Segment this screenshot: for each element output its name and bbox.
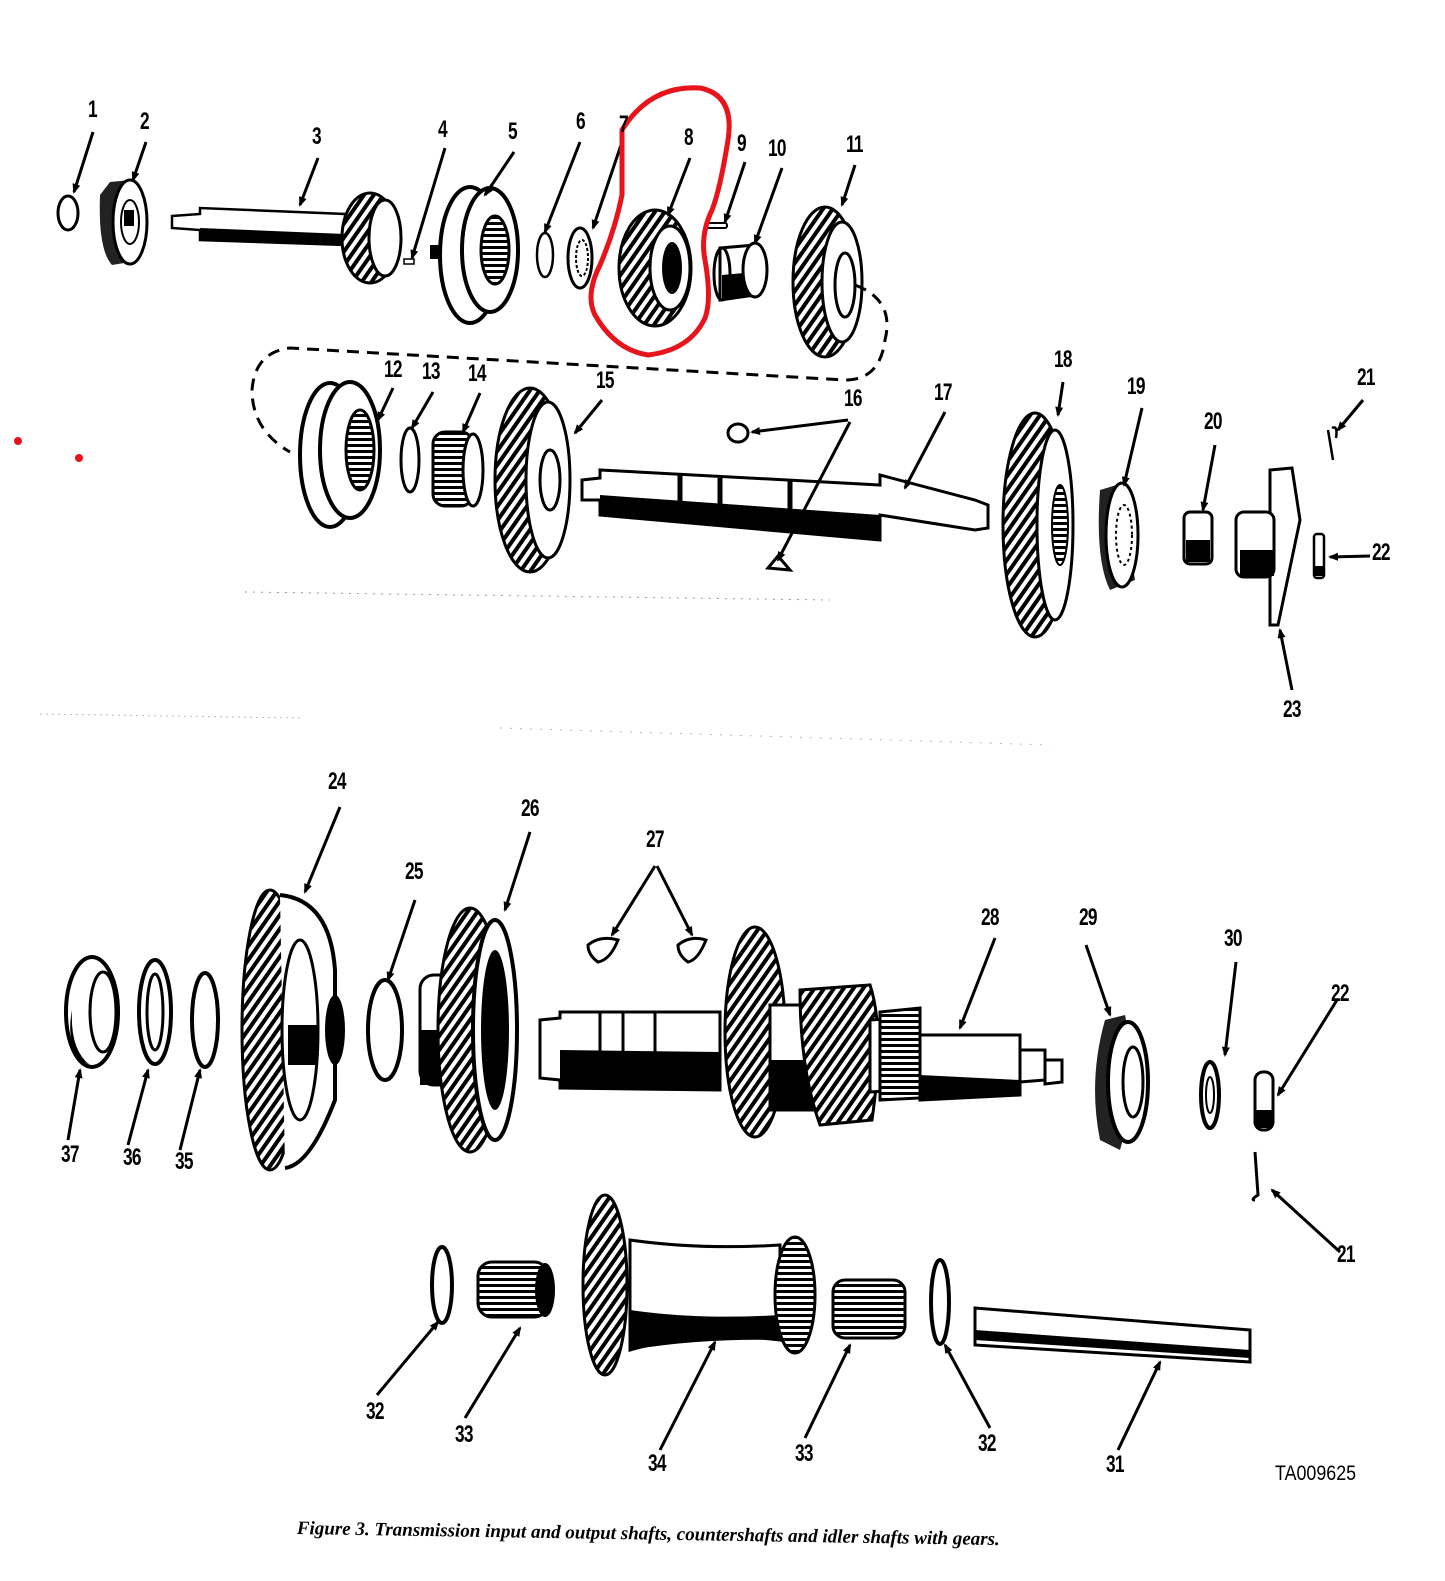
callout-33b: 33 [795,1440,813,1467]
callout-6: 6 [576,108,586,135]
part-34-idler-gear [581,1193,817,1377]
part-21-cotter-pin-lower [1251,1151,1260,1202]
callout-27: 27 [646,826,664,853]
reference-code: TA009625 [1275,1462,1357,1485]
callout-3: 3 [312,123,322,150]
callout-20: 20 [1204,408,1222,435]
part-24-gear [240,888,345,1172]
part-16-ball [726,422,794,572]
part-30-washer [1199,1060,1221,1130]
part-35-ring [190,971,220,1069]
callout-11: 11 [846,131,864,158]
part-22-lock-lower [1253,1070,1275,1132]
callout-32b: 32 [978,1430,996,1457]
part-27-balls [586,936,708,964]
callout-9: 9 [737,130,747,157]
leader-arrows [66,131,1371,1451]
part-15-gear [493,386,572,574]
part-20-bushing [1182,510,1214,566]
part-7-thrust-washer [566,226,594,290]
part-32-snap-ring-right [929,1258,951,1346]
callout-23: 23 [1283,696,1301,723]
callout-24: 24 [328,768,346,795]
callout-33a: 33 [455,1421,473,1448]
callout-22b: 22 [1331,980,1349,1007]
callout-2: 2 [140,108,150,135]
annotation-dot-1 [14,437,22,445]
part-11-gear [791,205,864,359]
part-17-mainshaft [580,468,990,542]
callout-22a: 22 [1372,539,1390,566]
part-10-bushing [712,241,769,302]
callout-18: 18 [1054,346,1072,373]
callout-15: 15 [596,367,614,394]
part-29-bearing [1095,1015,1150,1150]
part-36-seal [137,958,173,1066]
part-18-gear [1001,411,1075,639]
part-8-gear [617,208,693,328]
dashed-assembly-path [250,283,889,454]
part-2-bearing [99,178,149,266]
callout-17: 17 [934,379,952,406]
callout-10: 10 [768,135,786,162]
highlight-outline-part-8 [588,85,732,358]
callout-8: 8 [684,124,694,151]
callout-4: 4 [438,116,448,143]
callout-16: 16 [844,385,862,412]
callout-28: 28 [981,904,999,931]
part-13-snap-ring [399,426,421,494]
callout-13: 13 [422,358,440,385]
part-19-bearing [1098,481,1140,590]
callout-35: 35 [175,1148,193,1175]
part-26-gear [418,906,519,1154]
part-31-idler-shaft [973,1306,1252,1364]
part-28-countershaft-gear-cluster [538,925,1064,1139]
part-37-bearing [64,955,120,1069]
part-4-key [403,258,415,265]
callout-29: 29 [1079,904,1097,931]
part-6-snap-ring [535,231,555,279]
callout-30: 30 [1224,925,1242,952]
annotation-dot-2 [75,454,83,462]
callout-32a: 32 [366,1398,384,1425]
part-21-cotter-pin [1326,426,1338,461]
callout-31: 31 [1106,1451,1124,1478]
callout-26: 26 [521,795,539,822]
part-33-needle-bearing-left [476,1260,555,1319]
callout-19: 19 [1127,373,1145,400]
callout-14: 14 [468,360,486,387]
callout-7: 7 [619,111,629,138]
part-33-needle-bearing-right [831,1278,907,1340]
part-32-snap-ring-left [430,1245,454,1325]
part-12-synchronizer [298,380,382,529]
part-3-input-shaft [170,191,403,285]
part-25-ring [366,978,404,1082]
callout-1: 1 [88,96,98,123]
callout-34: 34 [648,1450,666,1477]
part-5-synchronizer [430,185,520,325]
callout-36: 36 [123,1144,141,1171]
callout-25: 25 [405,858,423,885]
part-22-lock [1312,532,1326,580]
callout-37: 37 [61,1141,79,1168]
callout-21b: 21 [1337,1241,1355,1268]
part-23-retainer [1234,466,1302,627]
part-14-needle-bearing [431,430,485,508]
part-1-snap-ring [56,194,80,232]
callout-21a: 21 [1357,364,1375,391]
callout-5: 5 [508,118,518,145]
callout-12: 12 [384,356,402,383]
